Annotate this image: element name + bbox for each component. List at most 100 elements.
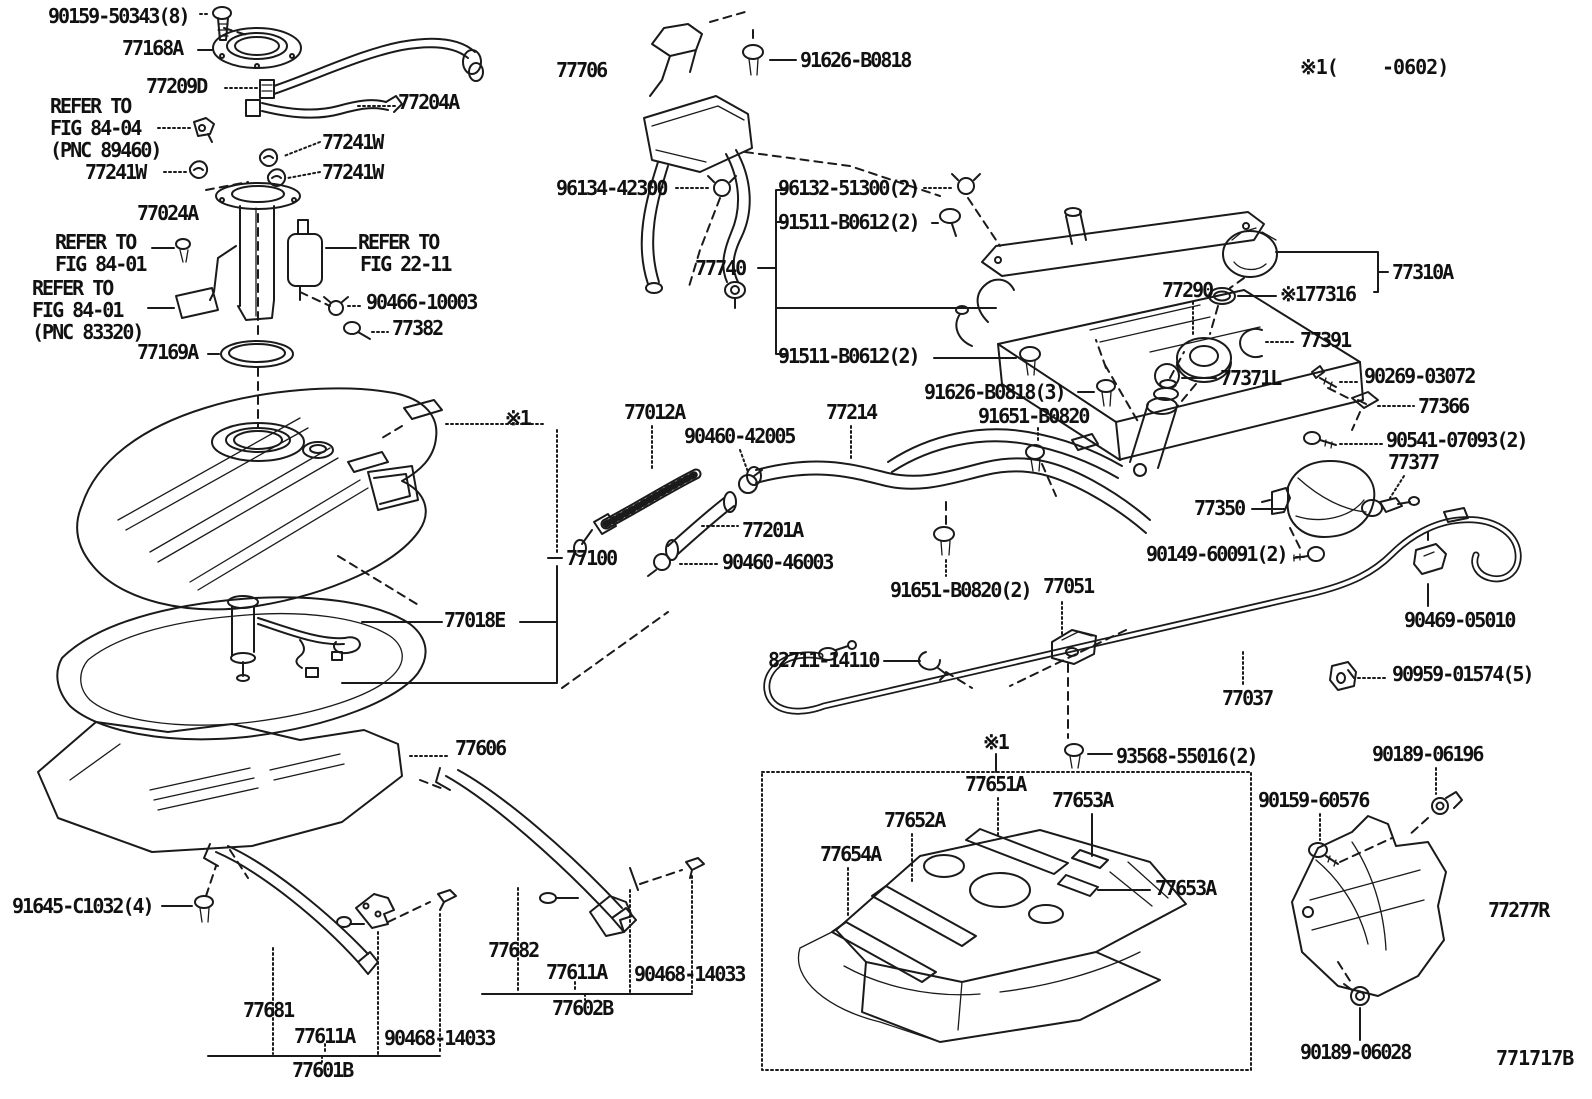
bolt-90159-60576 xyxy=(1308,842,1339,867)
pump-assembly-77024A xyxy=(175,182,323,321)
part-label-77611a: 77611A xyxy=(546,960,608,984)
hose-77012A xyxy=(573,468,702,557)
fuel-lid-77350 xyxy=(1261,460,1376,538)
assy-77706 xyxy=(640,23,753,309)
part-label-77100: 77100 xyxy=(566,546,618,570)
bolt-77382 xyxy=(343,321,371,340)
part-label-91511b06122: 91511-B0612(2) xyxy=(778,344,921,368)
part-label-77169a: 77169A xyxy=(137,340,199,364)
part-label-1: ※1 xyxy=(505,406,532,430)
part-label-fig8401: FIG 84-01 xyxy=(32,298,124,322)
lock-77377 xyxy=(1361,496,1420,517)
bracket-77611A-right xyxy=(539,867,639,937)
bolt-91626-3 xyxy=(1096,379,1116,407)
part-label-77024a: 77024A xyxy=(137,201,199,225)
bolt-93568 xyxy=(1064,743,1084,769)
part-label-9046042005: 90460-42005 xyxy=(684,424,796,448)
part-label-90541070932: 90541-07093(2) xyxy=(1386,428,1529,452)
part-label-77241w: 77241W xyxy=(322,130,384,154)
gasket-77316 xyxy=(1208,287,1236,305)
screw-fig84-01 xyxy=(175,238,191,263)
part-label-77310a: 77310A xyxy=(1392,260,1454,284)
part-label-77371l: 77371L xyxy=(1220,366,1282,390)
part-label-9015960576: 90159-60576 xyxy=(1258,788,1370,812)
clamp-96134 xyxy=(707,175,737,197)
part-label-77682: 77682 xyxy=(488,938,540,962)
gasket-77168A xyxy=(212,27,302,69)
part-label-77377: 77377 xyxy=(1388,450,1440,474)
strap-77682 xyxy=(435,767,637,933)
part-label-77654a: 77654A xyxy=(820,842,882,866)
part-label-77350: 77350 xyxy=(1194,496,1246,520)
fuel-cap-77310A xyxy=(1222,227,1278,278)
bolt-91645 xyxy=(194,895,214,923)
part-label-77601b: 77601B xyxy=(292,1058,354,1082)
part-label-9046814033: 90468-14033 xyxy=(384,1026,496,1050)
part-label-1: ※1 xyxy=(983,730,1010,754)
fitting-77209D xyxy=(259,79,275,99)
part-label-77204a: 77204A xyxy=(398,90,460,114)
gasket-77169A xyxy=(220,340,294,368)
part-label-77051: 77051 xyxy=(1043,574,1095,598)
part-label-90959015745: 90959-01574(5) xyxy=(1392,662,1535,686)
part-label-77012a: 77012A xyxy=(624,400,686,424)
part-label-77241w: 77241W xyxy=(322,160,384,184)
part-label-9018906028: 90189-06028 xyxy=(1300,1040,1412,1064)
part-label-9046046003: 90460-46003 xyxy=(722,550,834,574)
part-label-91626b08183: 91626-B0818(3) xyxy=(924,380,1067,404)
part-label-9026903072: 90269-03072 xyxy=(1364,364,1476,388)
fuel-tank-lower xyxy=(56,595,427,741)
part-label-fig8404: FIG 84-04 xyxy=(50,116,142,140)
part-label-91645c10324: 91645-C1032(4) xyxy=(12,894,155,918)
diagram-code: 771717B xyxy=(1496,1046,1574,1070)
clamp-82711 xyxy=(918,651,947,681)
part-label-77018e: 77018E xyxy=(444,608,506,632)
valve-91511-upper xyxy=(939,208,961,237)
clamp-90466-10003 xyxy=(323,296,349,316)
screw-90149 xyxy=(1293,546,1325,562)
bolt-90541 xyxy=(1303,431,1337,449)
part-label-93568550162: 93568-55016(2) xyxy=(1116,744,1259,768)
part-label-77214: 77214 xyxy=(826,400,878,424)
part-label-77652a: 77652A xyxy=(884,808,946,832)
part-label-fig2211: FIG 22-11 xyxy=(360,252,452,276)
part-label-9046814033: 90468-14033 xyxy=(634,962,746,986)
fuel-tank-upper xyxy=(76,387,438,611)
part-label-9018906196: 90189-06196 xyxy=(1372,742,1484,766)
bolt-91651-b xyxy=(1025,444,1045,472)
part-label-fig8401: FIG 84-01 xyxy=(55,252,147,276)
part-label-referto: REFER TO xyxy=(50,94,132,118)
clamp-96132 xyxy=(951,173,981,195)
strap-77681 xyxy=(203,843,379,975)
part-label-90159503438: 90159-50343(8) xyxy=(48,4,191,28)
hose-77201A xyxy=(665,491,737,561)
part-label-77651a: 77651A xyxy=(965,772,1027,796)
hose-77204A xyxy=(245,95,403,119)
part-label-77241w: 77241W xyxy=(85,160,147,184)
part-label-77290: 77290 xyxy=(1162,278,1214,302)
part-label-8271114110: 82711-14110 xyxy=(768,648,880,672)
part-label-91626b0818: 91626-B0818 xyxy=(800,48,912,72)
part-label-91511b06122: 91511-B0612(2) xyxy=(778,210,921,234)
bracket-77611A-left xyxy=(336,893,395,929)
revision-note: ※1( -0602) xyxy=(1300,55,1449,79)
part-label-77611a: 77611A xyxy=(294,1024,356,1048)
clip-90468-right xyxy=(685,857,705,879)
canister-77740 xyxy=(955,207,1364,461)
part-label-77037: 77037 xyxy=(1222,686,1274,710)
grommet-90189-06028 xyxy=(1343,983,1370,1006)
part-label-77382: 77382 xyxy=(392,316,444,340)
ring-77391 xyxy=(1239,328,1263,358)
part-label-77706: 77706 xyxy=(556,58,608,82)
part-label-9046905010: 90469-05010 xyxy=(1404,608,1516,632)
clip-90468-left xyxy=(437,889,457,911)
part-label-pnc83320: (PNC 83320) xyxy=(32,320,144,344)
clips-77241W xyxy=(188,148,287,187)
part-label-77209d: 77209D xyxy=(146,74,208,98)
clamp-90469 xyxy=(1413,543,1447,575)
part-label-91651b0820: 91651-B0820 xyxy=(978,404,1090,428)
part-label-9046610003: 90466-10003 xyxy=(366,290,478,314)
part-label-pnc89460: (PNC 89460) xyxy=(50,138,162,162)
